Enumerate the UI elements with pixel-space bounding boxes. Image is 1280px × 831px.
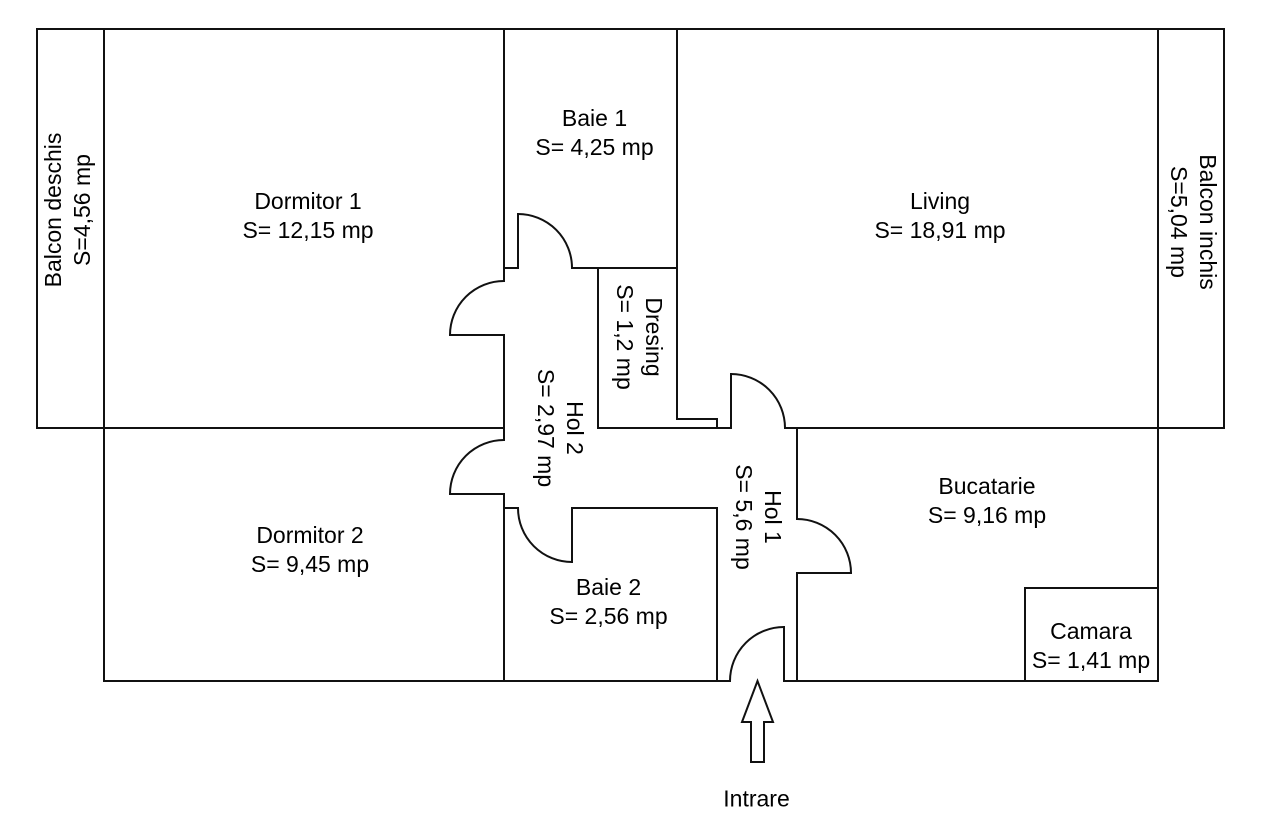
walls (36, 28, 1225, 682)
room-area: S= 9,16 mp (927, 501, 1047, 528)
room-name: Living (909, 188, 971, 214)
room-name: Hol 1 (760, 490, 786, 544)
doors (449, 213, 852, 682)
door-bucatarie (796, 518, 852, 574)
room-label-dresing: Dresing S= 1,2 mp (610, 284, 668, 389)
room-area: S= 1,41 mp (1031, 647, 1151, 673)
room-area: S= 5,6 mp (731, 464, 757, 570)
door-baie-1 (517, 213, 573, 269)
door-dormitor-2 (449, 439, 505, 495)
room-area: S= 18,91 mp (874, 217, 1006, 243)
room-label-camara: Camara S= 1,41 mp (1032, 617, 1150, 675)
room-label-baie-2: Baie 2 S= 2,56 mp (549, 573, 667, 631)
room-label-living: Living S= 18,91 mp (874, 187, 1005, 245)
door-swing-arc (449, 280, 505, 336)
room-name: Dresing (641, 297, 667, 377)
door-dormitor-1 (449, 280, 505, 336)
room-label-balcon-deschis: Balcon deschis S=4,56 mp (39, 132, 97, 287)
room-area: S= 2,56 mp (549, 603, 668, 629)
room-name: Balcon deschis (40, 132, 66, 287)
room-area: S= 9,45 mp (250, 551, 370, 577)
room-name: Dormitor 2 (256, 522, 364, 548)
room-area: S=5,04 mp (1165, 166, 1192, 278)
door-entrance (729, 626, 785, 682)
door-swing-arc (517, 213, 573, 269)
room-area: S= 12,15 mp (242, 217, 374, 243)
wall-camara (1024, 587, 1159, 682)
entrance-arrow-icon (740, 678, 775, 763)
entrance-label: Intrare (723, 785, 790, 811)
room-name: Baie 2 (575, 574, 642, 600)
room-name: Bucatarie (938, 472, 1036, 499)
room-label-dormitor-2: Dormitor 2 S= 9,45 mp (251, 521, 369, 579)
room-name: Baie 1 (561, 105, 628, 131)
door-swing-arc (730, 373, 786, 429)
room-name: Hol 2 (561, 400, 588, 455)
room-name: Balcon inchis (1194, 154, 1221, 290)
room-area: S= 4,25 mp (535, 134, 654, 160)
door-swing-arc (517, 507, 573, 563)
room-area: S=4,56 mp (69, 153, 95, 266)
door-swing-arc (796, 518, 852, 574)
door-living (730, 373, 786, 429)
wall-niche (676, 418, 718, 429)
room-area: S= 2,97 mp (532, 368, 559, 487)
room-area: S= 1,2 mp (612, 284, 638, 390)
room-label-baie-1: Baie 1 S= 4,25 mp (535, 104, 653, 162)
room-label-balcon-inchis: Balcon inchis S=5,04 mp (1164, 154, 1222, 290)
room-name: Camara (1050, 618, 1132, 644)
room-name: Dormitor 1 (254, 188, 362, 214)
room-label-hol-2: Hol 2 S= 2,97 mp (531, 368, 589, 486)
door-baie-2 (517, 507, 573, 563)
door-swing-arc (729, 626, 785, 682)
room-label-hol-1: Hol 1 S= 5,6 mp (729, 464, 787, 569)
room-label-bucatarie: Bucatarie S= 9,16 mp (928, 472, 1046, 530)
door-swing-arc (449, 439, 505, 495)
room-label-dormitor-1: Dormitor 1 S= 12,15 mp (242, 187, 373, 245)
